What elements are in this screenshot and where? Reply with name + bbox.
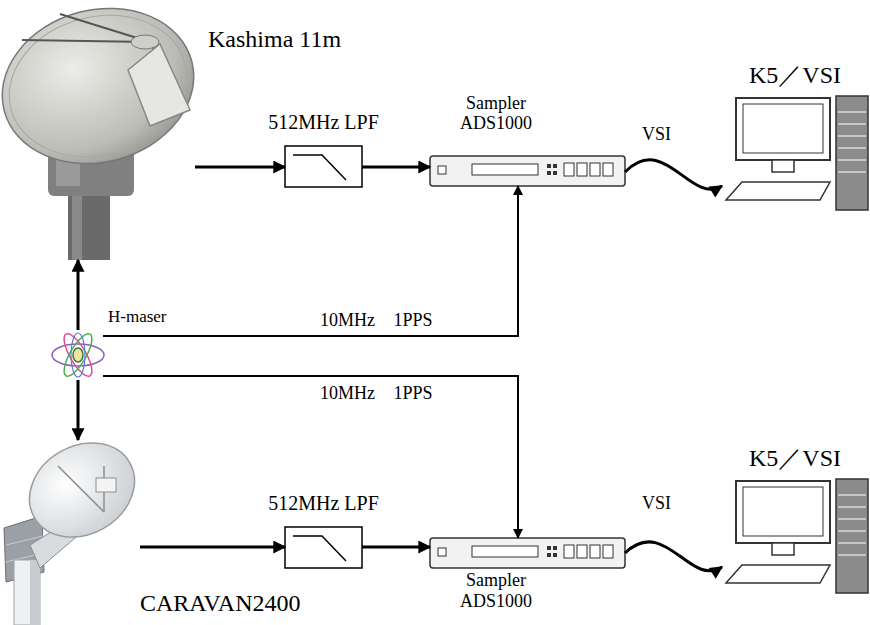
arrow-connector: [77, 260, 80, 330]
arrow-connector: [77, 380, 80, 440]
signal-label: 10MHz 1PPS: [318, 310, 435, 331]
sampler-label: Sampler ADS1000: [450, 93, 542, 134]
maser: H-maser: [53, 330, 103, 380]
computer-label: K5／VSI: [749, 445, 841, 473]
antenna-label: CARAVAN2400: [140, 590, 301, 618]
maser-icon: [52, 330, 104, 380]
signal-label: VSI: [640, 493, 673, 514]
filter-box: 512MHz LPF: [285, 527, 362, 568]
cable-connector: [625, 542, 722, 571]
arrow-connector: [362, 546, 430, 549]
antenna-label: Kashima 11m: [208, 26, 341, 54]
arrow-connector: [103, 186, 518, 336]
sampler-label: Sampler ADS1000: [450, 570, 542, 611]
sampler-box: Sampler ADS1000: [430, 156, 625, 186]
arrow-connector: [362, 166, 430, 169]
antenna: Kashima 11m: [0, 0, 195, 260]
arrow-connector: [103, 376, 518, 538]
arrow-connector: [140, 546, 285, 549]
sampler-box: Sampler ADS1000: [430, 538, 625, 568]
signal-label: VSI: [640, 124, 673, 145]
signal-label: 10MHz 1PPS: [318, 383, 435, 404]
antenna-picture: [4, 424, 152, 625]
filter-box: 512MHz LPF: [285, 146, 362, 187]
maser-label: H-maser: [108, 307, 167, 327]
computer-icon: [726, 96, 868, 593]
cable-connector: [625, 160, 722, 189]
antenna-picture: [0, 0, 211, 260]
computer: K5／VSI: [722, 96, 868, 210]
antenna: CARAVAN2400: [0, 440, 140, 625]
computer: K5／VSI: [722, 479, 868, 593]
sampler-device: [430, 156, 625, 568]
filter-label: 512MHz LPF: [268, 492, 379, 515]
computer-label: K5／VSI: [749, 62, 841, 90]
filter-label: 512MHz LPF: [268, 111, 379, 134]
arrow-connector: [195, 166, 285, 169]
